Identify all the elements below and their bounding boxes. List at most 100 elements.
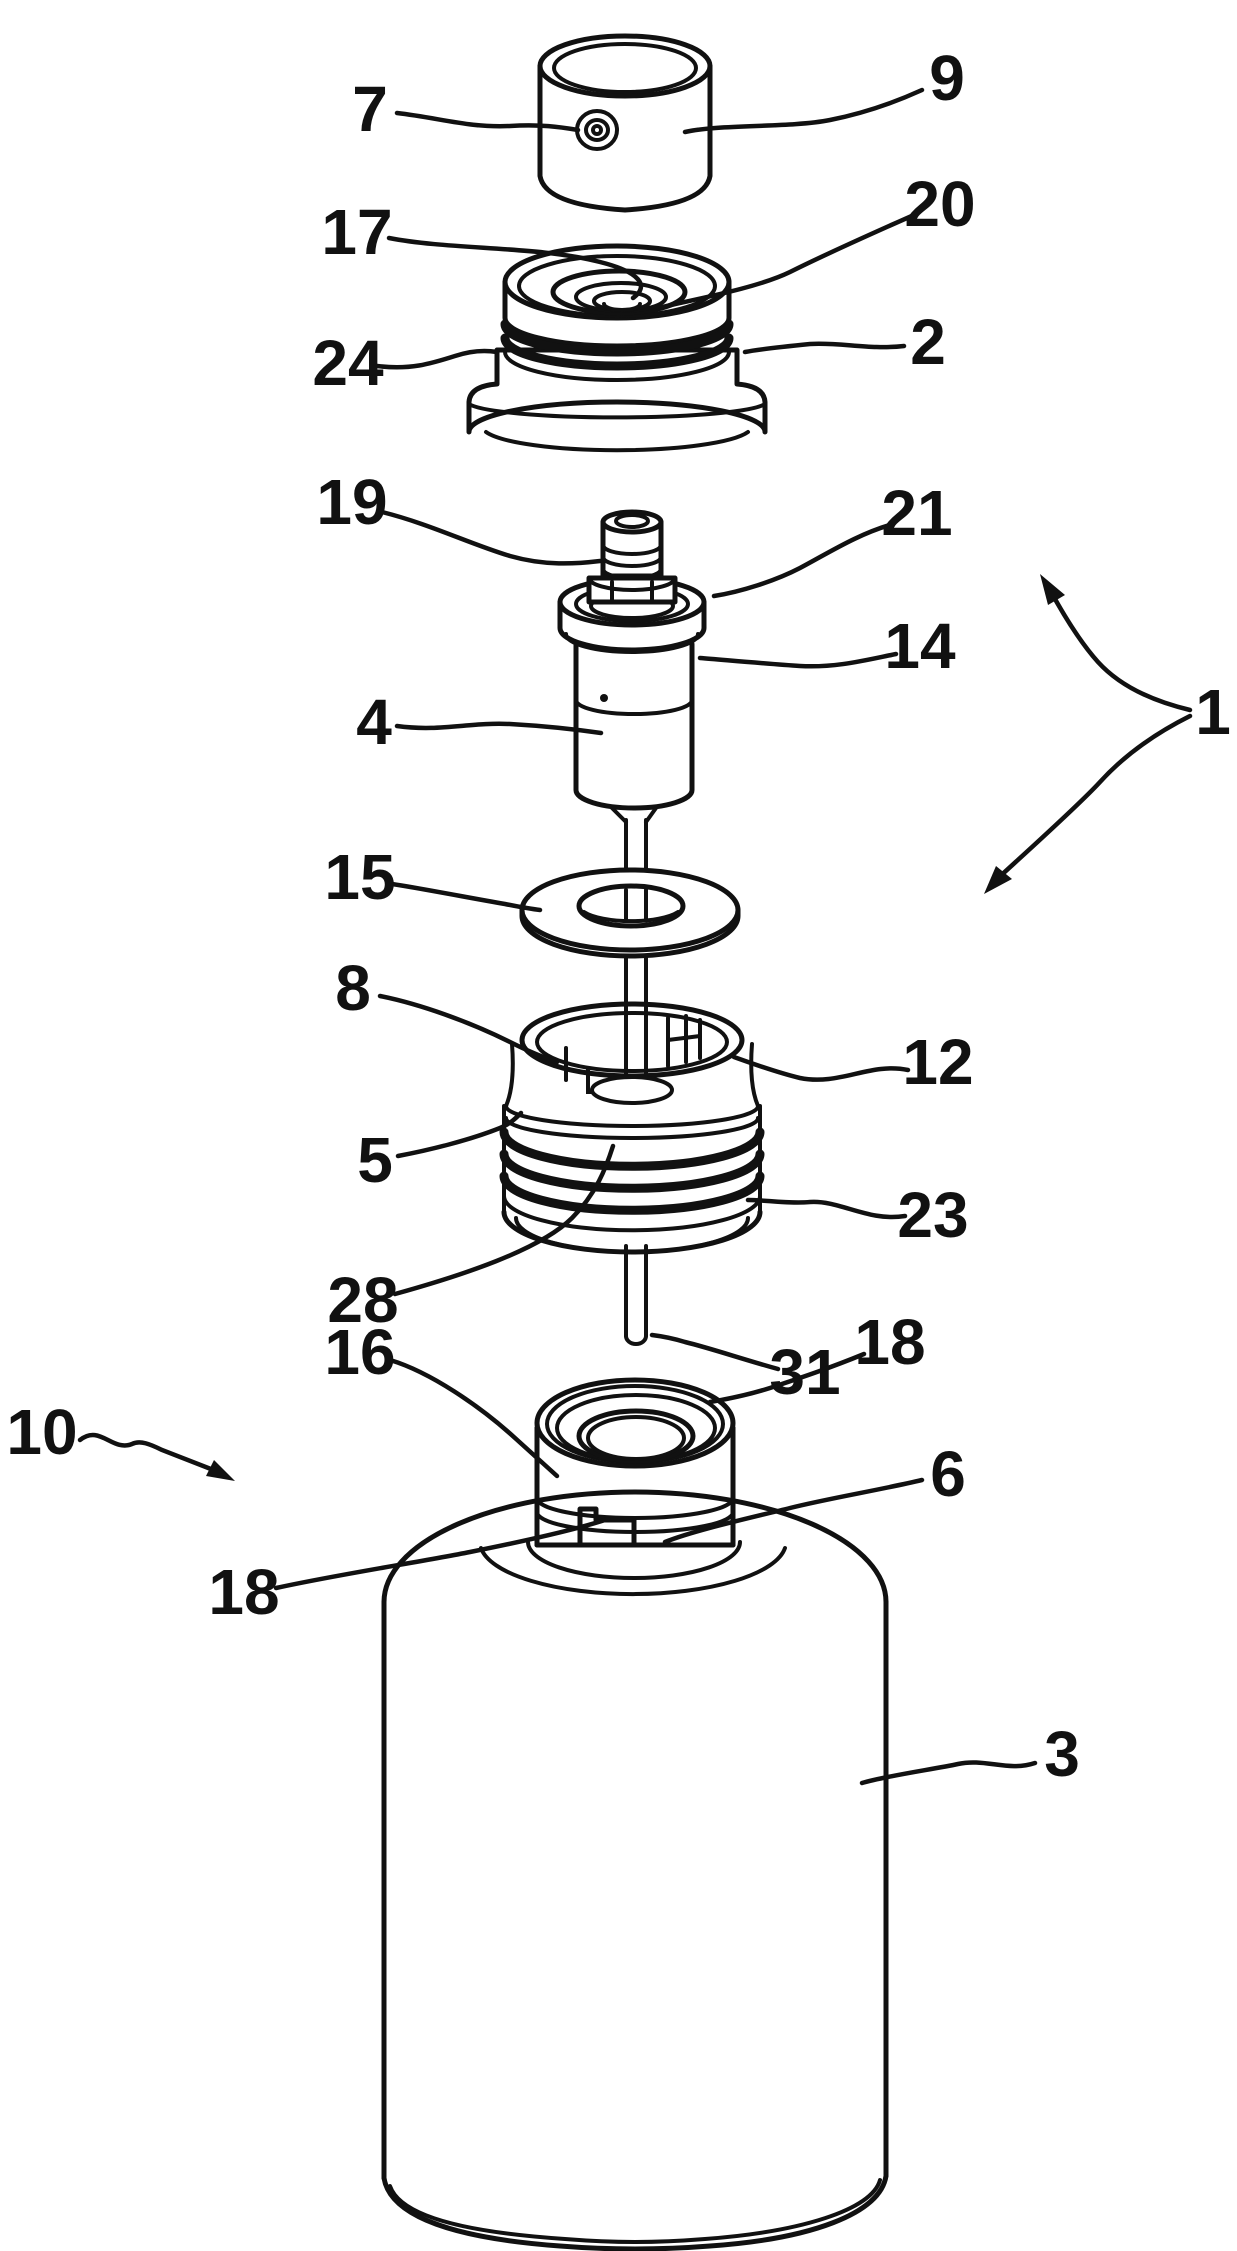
cup-bottom-inner — [514, 1216, 750, 1254]
cup-bead-2 — [504, 1116, 760, 1140]
leader-line-8 — [377, 993, 560, 1065]
cap — [537, 33, 713, 213]
valve-collar — [586, 575, 678, 605]
valve-body-seam — [574, 698, 694, 716]
cup-wall-occluder — [504, 1040, 760, 1252]
actuator-head — [466, 243, 768, 453]
ref-label-5: 5 — [357, 1124, 393, 1196]
bottle — [381, 1489, 889, 2251]
ref-label-2: 2 — [910, 306, 946, 378]
stem-ridge-3 — [601, 567, 663, 580]
leader-line-31 — [649, 1332, 781, 1372]
ref-label-17: 17 — [321, 196, 392, 268]
cup-inner-rib-bridge — [666, 1034, 702, 1042]
actuator-top-ring-3 — [550, 268, 688, 316]
leader-line-19 — [379, 509, 603, 566]
cap-body — [537, 63, 713, 213]
bottle-bottom-inner — [388, 2178, 882, 2244]
ref-label-6: 6 — [930, 1438, 966, 1510]
washer — [519, 867, 741, 959]
ref-label-10: 10 — [6, 1396, 77, 1468]
stem-ridge-1 — [601, 543, 663, 556]
cup-inner-rim — [535, 1011, 729, 1073]
neck-base-ring-2 — [479, 1546, 787, 1597]
leader-line-6 — [662, 1477, 925, 1545]
neck-notch — [577, 1506, 637, 1548]
ref-label-20: 20 — [904, 168, 975, 240]
spray-orifice-hole — [591, 124, 603, 136]
leader-line-7 — [394, 110, 581, 133]
bottle-bottom-outer — [381, 2173, 889, 2251]
valve-body-dot — [600, 694, 608, 702]
neck-bore-inner — [586, 1415, 686, 1461]
ref-label-19: 19 — [316, 466, 387, 538]
arrow-head-1 — [984, 866, 1012, 894]
actuator-flange-top-edge — [467, 402, 767, 420]
washer-hole — [576, 883, 686, 929]
leader-line-15 — [389, 881, 543, 913]
bottle-shoulder — [381, 1489, 889, 1605]
cup-wall-right — [749, 1042, 760, 1108]
closure-ring — [504, 1001, 760, 1252]
ref-label-18: 18 — [854, 1306, 925, 1378]
leader-line-2 — [742, 341, 907, 355]
arrow-head-10 — [206, 1460, 235, 1481]
leader-line-17 — [386, 235, 644, 301]
actuator-groove-band-3 — [503, 350, 731, 382]
actuator-socket-inner-arc — [602, 302, 642, 312]
stem-ridge-2 — [601, 555, 663, 568]
leader-line-5 — [395, 1110, 524, 1159]
leader-line-24 — [374, 348, 500, 370]
ref-label-31: 31 — [769, 1336, 840, 1408]
ref-label-3: 3 — [1044, 1718, 1080, 1790]
closure-ring-front — [499, 1075, 765, 1255]
ref-label-21: 21 — [881, 477, 952, 549]
collar-top-edge — [587, 576, 677, 592]
cup-thread-3 — [499, 1171, 765, 1215]
ref-label-28: 28 — [327, 1264, 398, 1336]
arrow-head-1 — [1040, 574, 1065, 605]
ref-label-4: 4 — [356, 686, 392, 758]
ref-label-9: 9 — [929, 42, 965, 114]
leader-line-23 — [745, 1197, 908, 1220]
rod-through-cup — [624, 956, 648, 1094]
ref-label-8: 8 — [335, 952, 371, 1024]
leader-line-20 — [655, 211, 919, 311]
leader-line-18 — [707, 1351, 867, 1405]
dip-rod-lower — [624, 1244, 648, 1346]
cup-hub — [590, 1075, 674, 1105]
actuator-groove-band-1 — [500, 319, 734, 357]
leader-line-4 — [394, 721, 604, 736]
leader-line-28 — [392, 1143, 616, 1297]
metering-valve — [557, 509, 707, 824]
cup-wall-left — [504, 1042, 515, 1108]
cup-thread-2 — [499, 1149, 765, 1193]
stem-bore — [614, 513, 650, 529]
washer-hole-front-edge — [582, 910, 680, 924]
leader-line-16 — [387, 1357, 560, 1479]
leader-line-18 — [273, 1516, 611, 1591]
ref-label-24: 24 — [312, 327, 384, 399]
cap-top-inner-rim — [552, 42, 698, 94]
cup-thread-4 — [502, 1194, 762, 1233]
neck-base-ring-1 — [526, 1540, 742, 1580]
valve-stem — [600, 509, 664, 580]
spray-orifice-mid — [584, 118, 610, 142]
cap-top-rim — [537, 33, 713, 99]
arrow-tail-1 — [1047, 587, 1193, 713]
cup-thread-1 — [499, 1127, 765, 1171]
ref-label-23: 23 — [897, 1179, 968, 1251]
valve-body — [573, 633, 695, 811]
leader-line-3 — [859, 1760, 1038, 1786]
ref-label-12: 12 — [902, 1026, 973, 1098]
arrow-tail-10 — [77, 1432, 219, 1474]
leader-line-9 — [682, 87, 925, 135]
bottle-neck — [479, 1377, 787, 1597]
leader-line-21 — [711, 521, 896, 599]
ref-label-15: 15 — [324, 841, 395, 913]
actuator-flange-inner-bottom — [484, 430, 750, 453]
arrow-tail-1 — [993, 713, 1193, 883]
